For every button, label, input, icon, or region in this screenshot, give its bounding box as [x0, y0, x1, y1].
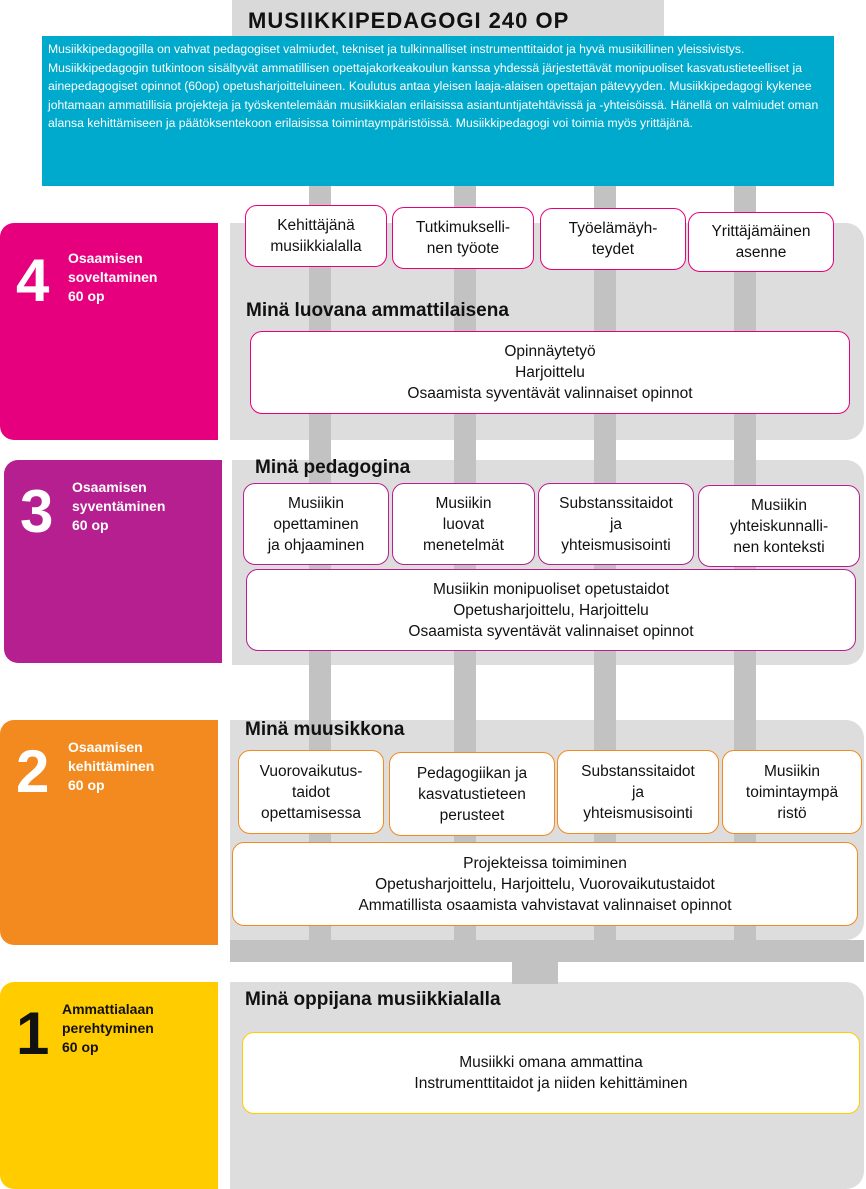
base-bar	[230, 940, 864, 962]
competence-box: Musiikin toimintaympä ristö	[722, 750, 862, 834]
studies-box: Musiikin monipuoliset opetustaidot Opetu…	[246, 569, 856, 651]
competence-box: Musiikin yhteiskunnalli- nen konteksti	[698, 485, 860, 567]
studies-box: Projekteissa toimiminen Opetusharjoittel…	[232, 842, 858, 926]
level-name: Osaamisen kehittäminen 60 op	[68, 739, 155, 793]
competence-box: Substanssitaidot ja yhteismusisointi	[557, 750, 719, 834]
level-number: 3	[20, 478, 54, 545]
level-1-block: 1 Ammattialaan perehtyminen 60 op	[0, 982, 218, 1189]
level-number: 1	[16, 1000, 50, 1067]
competence-box: Kehittäjänä musiikkialalla	[245, 205, 387, 267]
level-name: Ammattialaan perehtyminen 60 op	[62, 1001, 154, 1055]
competence-box: Tutkimukselli- nen työote	[392, 207, 534, 269]
competence-box: Musiikin opettaminen ja ohjaaminen	[243, 483, 389, 565]
level-number: 4	[16, 247, 50, 314]
competence-box: Vuorovaikutus- taidot opettamisessa	[238, 750, 384, 834]
level-heading: Minä pedagogina	[255, 457, 411, 478]
level-3-block: 3 Osaamisen syventäminen 60 op	[4, 460, 222, 663]
level-2-block: 2 Osaamisen kehittäminen 60 op	[0, 720, 218, 945]
level-name: Osaamisen syventäminen 60 op	[72, 479, 166, 533]
level-name: Osaamisen soveltaminen 60 op	[68, 250, 158, 304]
level-number: 2	[16, 738, 50, 805]
studies-box: Opinnäytetyö Harjoittelu Osaamista syven…	[250, 331, 850, 414]
competence-box: Työelämäyh- teydet	[540, 208, 686, 270]
studies-box: Musiikki omana ammattina Instrumenttitai…	[242, 1032, 860, 1114]
intro-paragraph: Musiikkipedagogilla on vahvat pedagogise…	[48, 42, 745, 56]
level-heading: Minä muusikkona	[245, 719, 405, 740]
level-heading: Minä luovana ammattilaisena	[246, 300, 509, 321]
base-connector	[512, 960, 558, 984]
competence-box: Musiikin luovat menetelmät	[392, 483, 535, 565]
competence-box: Pedagogiikan ja kasvatustieteen perustee…	[389, 752, 555, 836]
intro-paragraph: Musiikkipedagogin tutkintoon sisältyvät …	[48, 60, 819, 131]
page-title: MUSIIKKIPEDAGOGI 240 OP	[232, 0, 664, 40]
competence-box: Substanssitaidot ja yhteismusisointi	[538, 483, 694, 565]
level-heading: Minä oppijana musiikkialalla	[245, 989, 501, 1010]
level-4-block: 4 Osaamisen soveltaminen 60 op	[0, 223, 218, 440]
competence-box: Yrittäjämäinen asenne	[688, 212, 834, 272]
intro-text: Musiikkipedagogilla on vahvat pedagogise…	[42, 36, 834, 186]
